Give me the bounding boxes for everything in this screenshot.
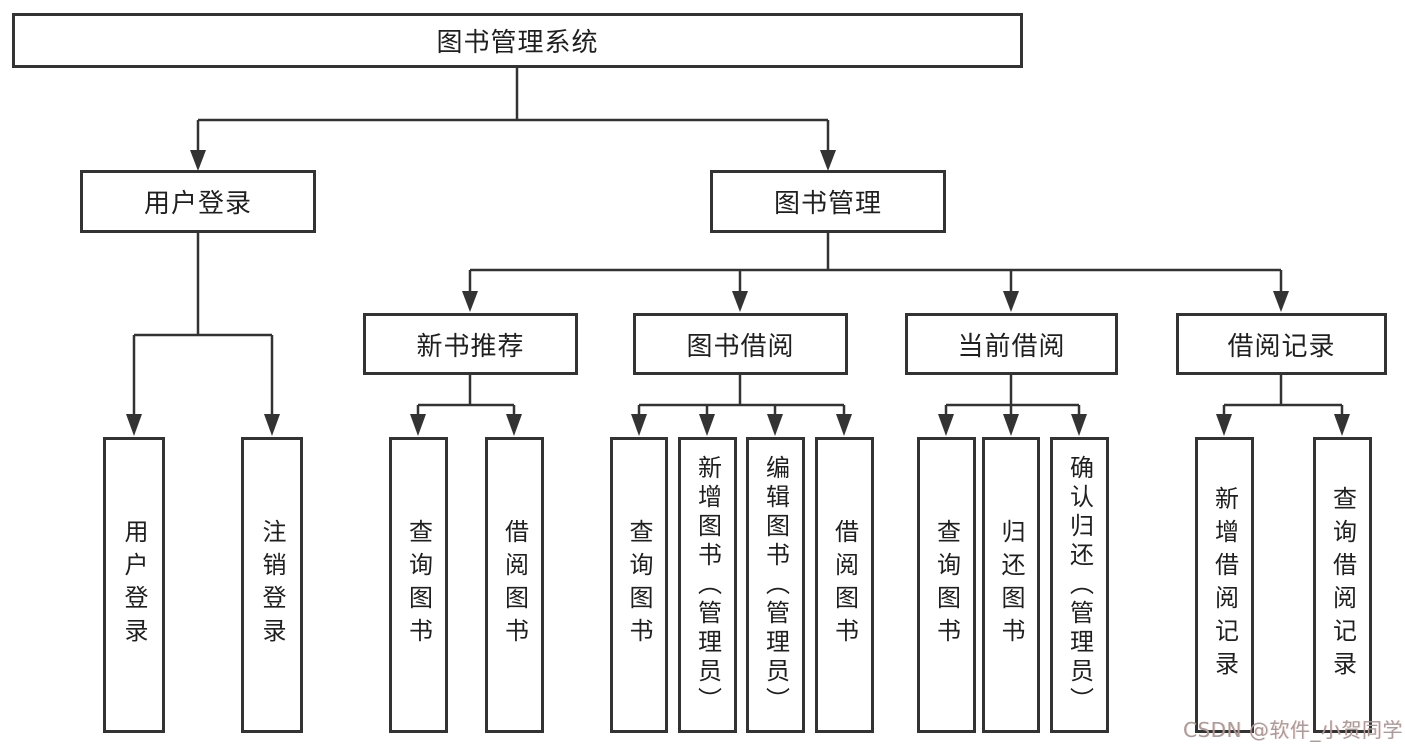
node-book-management: 图书管理 xyxy=(710,170,946,233)
leaf-query-books-borrowing: 查询图书 xyxy=(610,437,668,733)
leaf-return-books: 归还图书 xyxy=(982,437,1040,733)
watermark-csdn: CSDN @软件_小贺同学 xyxy=(1183,718,1403,742)
leaf-query-books-recommend: 查询图书 xyxy=(389,437,448,733)
leaf-confirm-return-admin: 确认归还（管理员） xyxy=(1050,437,1109,733)
leaf-label: 查询借阅记录 xyxy=(1328,486,1357,684)
leaf-label: 查询图书 xyxy=(404,519,433,651)
leaf-label: 确认归还（管理员） xyxy=(1065,454,1094,716)
node-label: 用户登录 xyxy=(143,189,252,219)
leaf-label: 查询图书 xyxy=(932,519,961,651)
leaf-borrow-books-recommend: 借阅图书 xyxy=(485,437,544,733)
node-book-borrowing: 图书借阅 xyxy=(633,313,848,375)
leaf-label: 新增图书（管理员） xyxy=(693,454,722,716)
leaf-add-books-admin: 新增图书（管理员） xyxy=(678,437,737,733)
node-user-login: 用户登录 xyxy=(80,170,316,233)
leaf-label: 查询图书 xyxy=(625,519,653,651)
node-label: 借阅记录 xyxy=(1227,331,1336,362)
leaf-edit-books-admin: 编辑图书（管理员） xyxy=(746,437,805,733)
leaf-label: 用户登录 xyxy=(120,519,148,651)
node-label: 图书管理系统 xyxy=(436,28,599,58)
leaf-label: 编辑图书（管理员） xyxy=(761,454,790,716)
node-label: 图书管理 xyxy=(773,189,882,219)
leaf-label: 新增借阅记录 xyxy=(1210,486,1239,684)
leaf-query-books-current: 查询图书 xyxy=(917,437,976,733)
leaf-label: 归还图书 xyxy=(997,519,1025,651)
leaf-add-borrow-record: 新增借阅记录 xyxy=(1195,437,1254,733)
leaf-user-login: 用户登录 xyxy=(103,437,165,733)
leaf-logout: 注销登录 xyxy=(241,437,303,733)
leaf-label: 借阅图书 xyxy=(830,519,859,651)
leaf-label: 注销登录 xyxy=(258,519,286,651)
node-label: 图书借阅 xyxy=(686,331,795,362)
node-new-book-recommend: 新书推荐 xyxy=(363,313,578,375)
leaf-query-borrow-record: 查询借阅记录 xyxy=(1313,437,1372,733)
node-current-borrowing: 当前借阅 xyxy=(905,313,1118,375)
leaf-borrow-books-borrowing: 借阅图书 xyxy=(815,437,874,733)
leaf-label: 借阅图书 xyxy=(500,519,529,651)
node-label: 当前借阅 xyxy=(957,331,1066,362)
node-library-system: 图书管理系统 xyxy=(12,13,1023,68)
node-borrow-records: 借阅记录 xyxy=(1176,313,1387,375)
node-label: 新书推荐 xyxy=(416,331,525,362)
